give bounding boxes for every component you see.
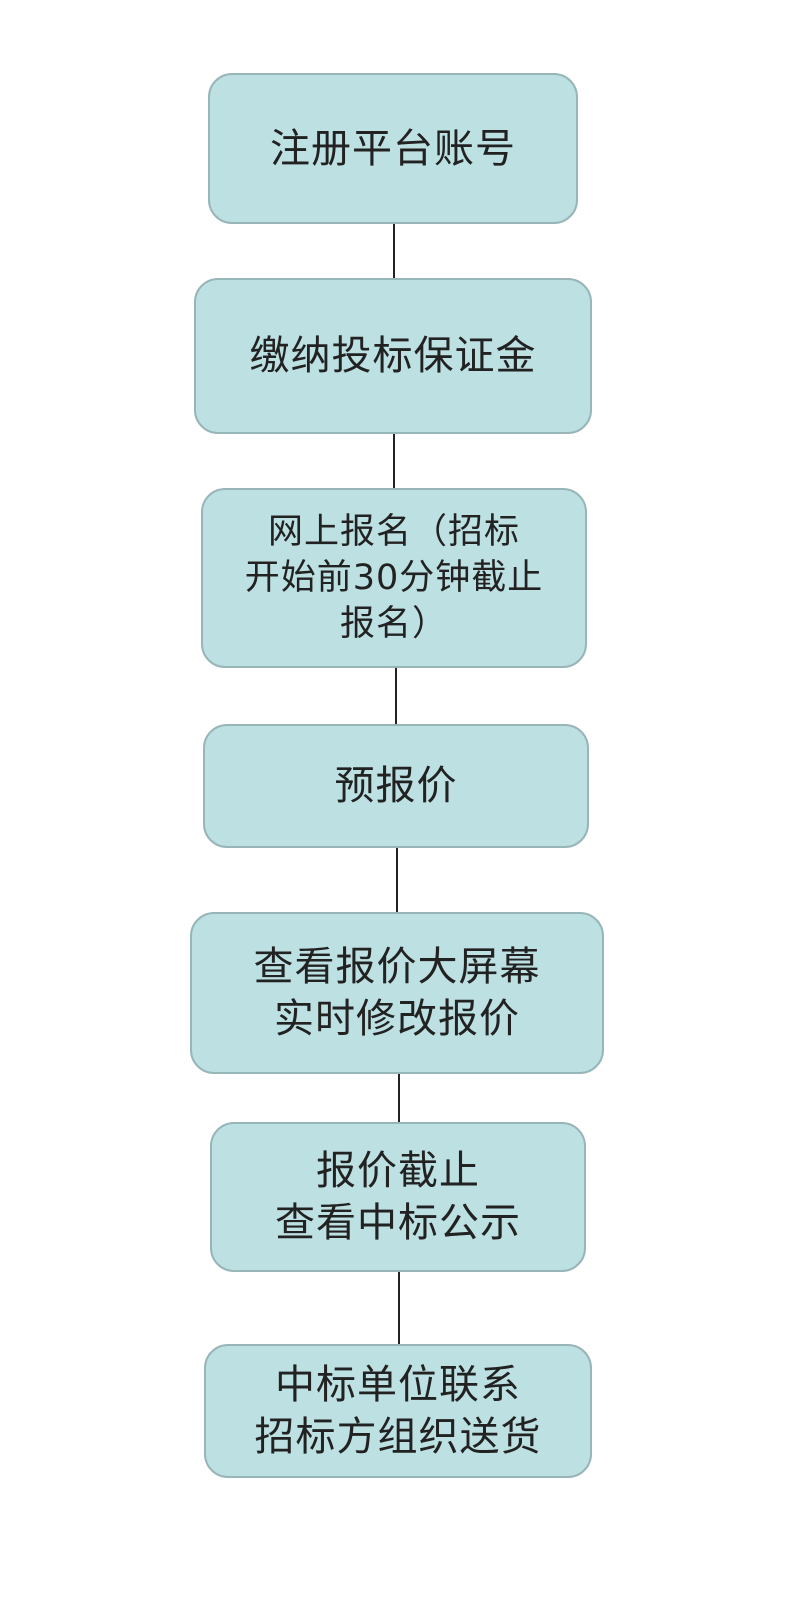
step-delivery-line-2: 招标方组织送货 [254,1414,542,1460]
step-close-line-2: 查看中标公示 [275,1200,521,1246]
step-deposit-line-1: 缴纳投标保证金 [249,333,537,379]
connector-5-6 [398,1074,400,1122]
step-screen-line-1: 查看报价大屏幕 [253,944,541,990]
step-register: 注册平台账号 [208,73,578,224]
step-prequote-line-1: 预报价 [334,763,458,809]
step-delivery-line-1: 中标单位联系 [275,1362,521,1408]
step-screen-line-2: 实时修改报价 [274,996,520,1042]
step-signup-line-1: 网上报名（招标 [267,512,520,552]
step-signup-line-2: 开始前30分钟截止 [244,558,544,598]
connector-6-7 [398,1272,400,1344]
step-close: 报价截止 查看中标公示 [210,1122,586,1272]
step-prequote: 预报价 [203,724,589,848]
connector-3-4 [395,668,397,724]
connector-1-2 [393,224,395,278]
step-delivery: 中标单位联系 招标方组织送货 [204,1344,592,1478]
step-close-line-1: 报价截止 [316,1148,480,1194]
step-register-line-1: 注册平台账号 [270,125,516,172]
connector-2-3 [393,434,395,488]
step-signup: 网上报名（招标 开始前30分钟截止 报名） [201,488,587,668]
step-signup-line-3: 报名） [339,604,448,644]
step-deposit: 缴纳投标保证金 [194,278,592,434]
step-screen: 查看报价大屏幕 实时修改报价 [190,912,604,1074]
connector-4-5 [396,848,398,912]
